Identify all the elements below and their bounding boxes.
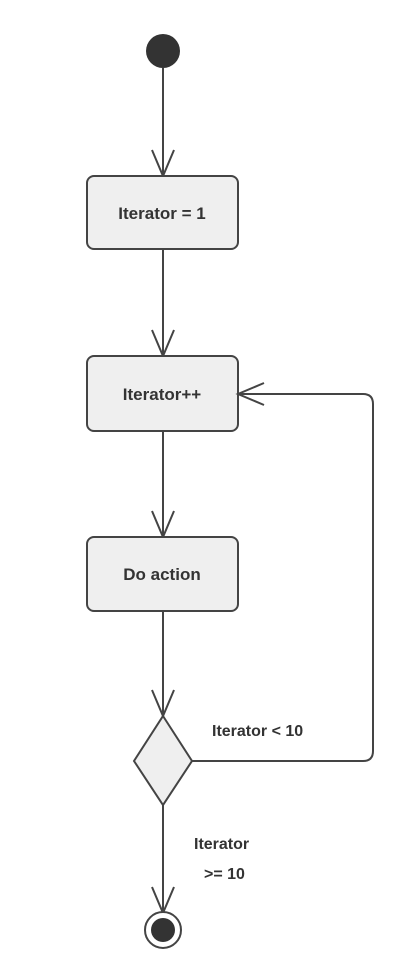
decision-node	[132, 714, 194, 807]
arrowhead-loop-back	[235, 382, 265, 406]
node-action-label: Do action	[123, 565, 200, 584]
edge-loop-back	[192, 393, 374, 762]
start-node	[146, 34, 180, 68]
node-increment-label: Iterator++	[123, 385, 201, 404]
node-init-label: Iterator = 1	[118, 204, 205, 223]
end-node-inner	[151, 918, 175, 942]
guard-exit-label-line1: Iterator	[194, 836, 249, 853]
guard-exit-label-line2: >= 10	[204, 866, 245, 883]
guard-loop-label: Iterator < 10	[212, 723, 303, 740]
